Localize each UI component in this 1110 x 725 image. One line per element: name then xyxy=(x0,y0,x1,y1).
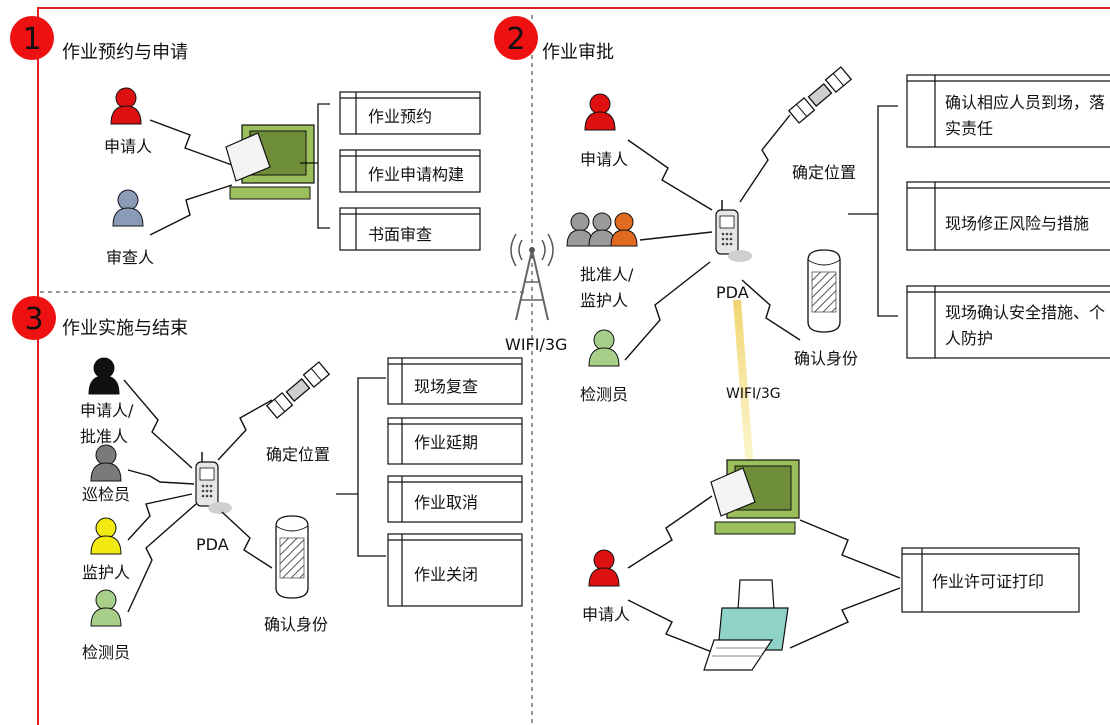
person-label: 申请人/ xyxy=(80,401,134,420)
satellite-label: 确定位置 xyxy=(792,163,856,182)
task-box: 作业取消 xyxy=(388,476,522,522)
connection-line xyxy=(150,185,232,235)
person-label: 检测员 xyxy=(82,643,130,662)
wifi-link-label: WIFI/3G xyxy=(726,386,781,402)
person-label: 批准人 xyxy=(80,427,128,446)
connection-line xyxy=(800,520,900,578)
svg-text:作业关闭: 作业关闭 xyxy=(414,565,478,584)
task-bracket xyxy=(358,378,386,556)
task-bracket xyxy=(878,106,898,316)
person-label: 巡检员 xyxy=(82,485,130,504)
wifi-beam xyxy=(733,300,754,470)
satellite-label: 确定位置 xyxy=(266,445,330,464)
section-1-badge: 1 xyxy=(10,16,54,60)
person-label: 监护人 xyxy=(580,291,628,310)
connection-line xyxy=(790,588,900,648)
svg-text:确认相应人员到场，落: 确认相应人员到场，落 xyxy=(945,93,1105,112)
connection-line xyxy=(628,600,712,652)
svg-text:现场复查: 现场复查 xyxy=(414,377,478,396)
section-1-title: 作业预约与申请 xyxy=(62,42,188,63)
computer-icon xyxy=(711,460,799,534)
connection-line xyxy=(128,470,194,484)
person-label: 监护人 xyxy=(82,563,130,582)
svg-text:作业申请构建: 作业申请构建 xyxy=(368,165,464,184)
connection-line xyxy=(625,262,710,360)
person-icon xyxy=(91,590,121,626)
identity-label: 确认身份 xyxy=(794,349,858,368)
section-3-title: 作业实施与结束 xyxy=(62,318,188,339)
svg-text:作业预约: 作业预约 xyxy=(368,107,432,126)
task-box: 现场确认安全措施、个 人防护 xyxy=(907,286,1110,358)
connection-line xyxy=(150,120,232,165)
task-box: 作业申请构建 xyxy=(340,150,480,192)
svg-text:作业取消: 作业取消 xyxy=(414,493,478,512)
connection-line xyxy=(640,232,712,240)
person-icon xyxy=(111,88,141,124)
connection-line xyxy=(128,504,196,612)
task-box: 作业延期 xyxy=(388,418,522,464)
device-label: PDA xyxy=(196,535,229,554)
identity-cylinder-icon xyxy=(276,516,308,598)
section-3-badge: 3 xyxy=(12,296,56,340)
pda-icon xyxy=(196,452,232,514)
svg-text:作业许可证打印: 作业许可证打印 xyxy=(932,572,1044,591)
connection-line xyxy=(222,512,272,568)
section-2-badge: 2 xyxy=(494,16,538,60)
svg-text:人防护: 人防护 xyxy=(945,329,993,348)
connection-line xyxy=(218,400,272,460)
printer-icon xyxy=(704,580,788,670)
task-box: 确认相应人员到场，落 实责任 xyxy=(907,75,1110,147)
person-icon xyxy=(113,190,143,226)
task-box: 现场修正风险与措施 xyxy=(907,182,1110,250)
person-label: 申请人 xyxy=(580,150,628,169)
group-icon xyxy=(567,213,637,246)
svg-text:现场修正风险与措施: 现场修正风险与措施 xyxy=(945,214,1089,233)
tower-label: WIFI/3G xyxy=(505,335,567,354)
connection-line xyxy=(740,115,790,202)
satellite-icon xyxy=(789,67,851,123)
person-label: 申请人 xyxy=(104,137,152,156)
person-label: 批准人/ xyxy=(580,265,634,284)
person-icon xyxy=(585,94,615,130)
person-icon xyxy=(589,330,619,366)
identity-cylinder-icon xyxy=(808,250,840,332)
wifi-tower-icon xyxy=(511,234,553,320)
task-box: 作业预约 xyxy=(340,92,480,134)
connection-line xyxy=(742,280,800,340)
person-icon xyxy=(89,358,119,394)
person-label: 检测员 xyxy=(580,385,628,404)
svg-text:实责任: 实责任 xyxy=(945,119,993,138)
computer-icon xyxy=(226,125,314,199)
svg-text:3: 3 xyxy=(24,302,43,337)
task-box: 作业许可证打印 xyxy=(902,548,1079,612)
person-icon xyxy=(589,550,619,586)
connection-line xyxy=(124,380,192,468)
task-box: 现场复查 xyxy=(388,358,522,404)
svg-text:现场确认安全措施、个: 现场确认安全措施、个 xyxy=(945,303,1105,322)
svg-text:2: 2 xyxy=(506,22,525,57)
connection-line xyxy=(628,140,712,210)
person-icon xyxy=(91,445,121,481)
person-label: 审查人 xyxy=(106,248,154,267)
svg-text:1: 1 xyxy=(22,22,41,57)
person-icon xyxy=(91,518,121,554)
task-box: 作业关闭 xyxy=(388,534,522,606)
satellite-icon xyxy=(267,362,329,418)
connection-line xyxy=(128,494,192,540)
connection-line xyxy=(628,496,712,568)
person-label: 申请人 xyxy=(582,605,630,624)
task-box: 书面审查 xyxy=(340,208,480,250)
pda-icon xyxy=(716,200,752,262)
section-2-title: 作业审批 xyxy=(542,42,614,63)
identity-label: 确认身份 xyxy=(264,615,328,634)
device-label: PDA xyxy=(716,283,749,302)
svg-text:书面审查: 书面审查 xyxy=(368,225,432,244)
svg-text:作业延期: 作业延期 xyxy=(414,433,478,452)
task-bracket xyxy=(318,104,330,228)
